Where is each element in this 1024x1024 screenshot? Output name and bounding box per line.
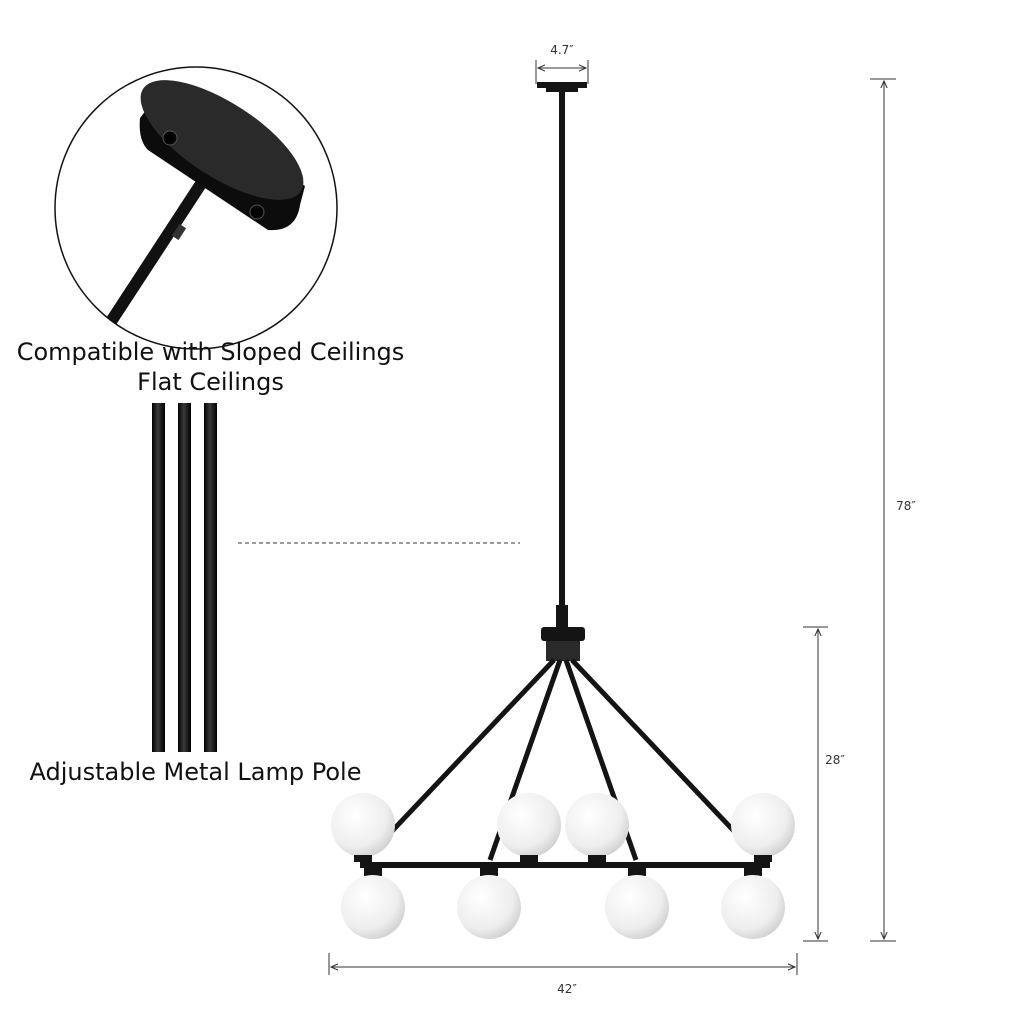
arm-outer-right (570, 658, 752, 850)
mount-caption-line1: Compatible with Sloped Ceilings (16, 338, 405, 366)
canopy-detail-callout (54, 66, 338, 350)
globes-lower (341, 868, 785, 939)
globe (731, 793, 795, 857)
globes-upper (331, 793, 795, 862)
canopy-closeup (106, 80, 305, 326)
rod-coupler (556, 605, 568, 627)
globe (721, 875, 785, 939)
dimension-body-height: 28″ (803, 626, 845, 942)
dimension-total-height: 78″ (870, 78, 916, 942)
pole-segment-1 (152, 403, 165, 752)
down-rod (559, 90, 565, 620)
closeup-screw-right (249, 204, 265, 220)
frame-bar (360, 862, 770, 868)
closeup-rod (106, 164, 216, 326)
closeup-rod-joint (171, 223, 187, 241)
pole-caption: Adjustable Metal Lamp Pole (29, 758, 362, 786)
closeup-screw-left (162, 130, 178, 146)
chandelier (331, 82, 795, 939)
globe (341, 875, 405, 939)
globe-socket (520, 855, 538, 862)
globe-socket (754, 855, 772, 862)
globe-socket (744, 868, 762, 876)
dimension-body-width: 42″ (328, 953, 798, 996)
globe-socket (480, 868, 498, 876)
globe (497, 793, 561, 857)
pole-segment-2 (178, 403, 191, 752)
globe (565, 793, 629, 857)
total-height-label: 78″ (896, 499, 916, 513)
globe-socket (354, 855, 372, 862)
ceiling-canopy (537, 82, 587, 88)
globe-socket (628, 868, 646, 876)
dimension-canopy-width: 4.7″ (535, 43, 589, 84)
mount-caption-line2: Flat Ceilings (137, 368, 284, 396)
globe (331, 793, 395, 857)
body-width-label: 42″ (557, 982, 577, 996)
globe (605, 875, 669, 939)
globe-socket (364, 868, 382, 876)
hub-knuckles (546, 641, 580, 661)
pole-segment-3 (204, 403, 217, 752)
pole-segments (152, 403, 217, 752)
arm-outer-left (374, 658, 556, 850)
globe (457, 875, 521, 939)
body-height-label: 28″ (825, 753, 845, 767)
arm-hub (541, 627, 585, 641)
globe-socket (588, 855, 606, 862)
canopy-width-label: 4.7″ (550, 43, 574, 57)
closeup-canopy-top (140, 80, 304, 200)
